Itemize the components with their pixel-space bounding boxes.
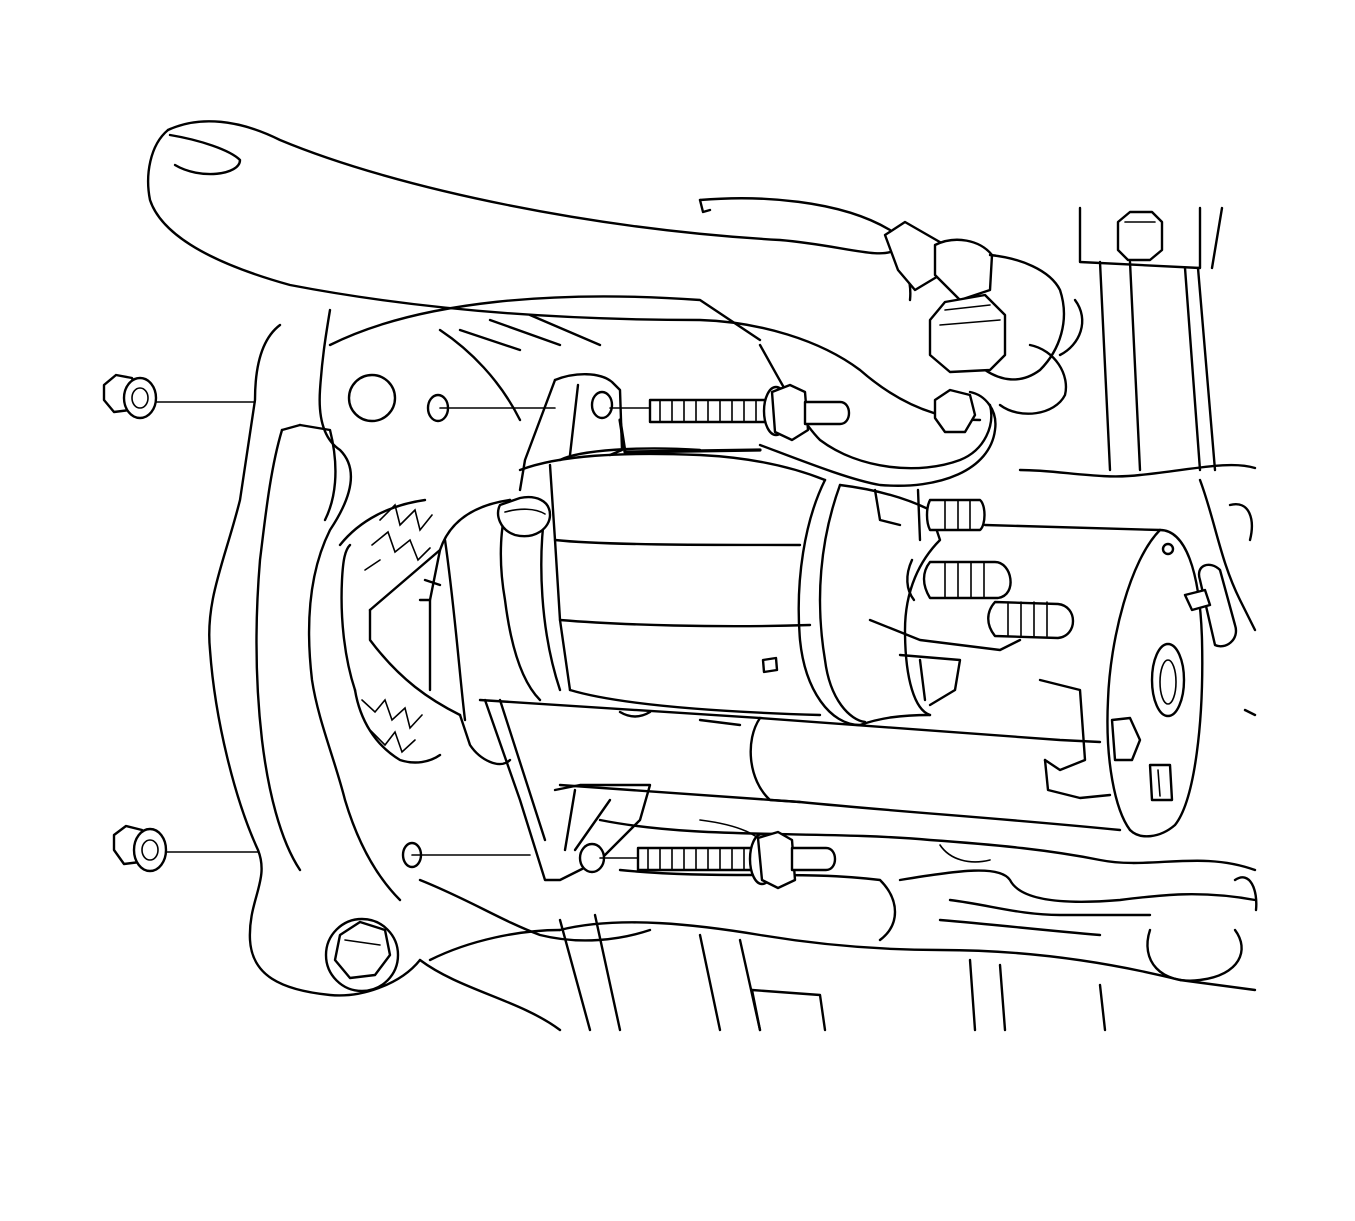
mounting-plate [208,308,652,997]
lower-plate-nut [112,824,259,873]
bracket-nut [1110,716,1142,762]
plate-dowel-hole [347,373,397,423]
engine-block-background [328,295,1258,1032]
upper-ear-bolt-hole [590,390,614,420]
lower-starter-bolt [411,830,837,890]
cable-terminal [933,238,994,302]
end-cap-screw-hole [1161,542,1175,556]
starter-drive-housing [368,498,512,766]
end-cap-bushing [1150,642,1186,718]
through-bolt-nut-upper [1197,563,1238,648]
upper-starter-bolt [439,383,851,442]
solenoid-rivet [761,656,779,674]
cable-ring-bolt [933,388,977,434]
starter-solenoid [496,447,942,727]
solenoid-small-terminal [925,498,986,532]
right-bracket [1078,206,1224,472]
solenoid-boot [496,496,552,538]
battery-cable [146,120,1084,487]
cable-terminal-bolt [928,293,1007,374]
starter-end-cap [1106,528,1238,838]
flywheel-ring-gear [338,498,442,764]
solenoid-terminals [868,488,1075,707]
bracket-bolt-head [1116,210,1164,262]
solenoid-battery-stud [922,560,1012,600]
starter-motor-body [478,523,1162,832]
upper-plate-nut [102,373,256,420]
plate-lower-bolt [324,917,400,993]
through-bolt-nut-lower [1148,763,1174,802]
solenoid-motor-stud [987,600,1075,640]
